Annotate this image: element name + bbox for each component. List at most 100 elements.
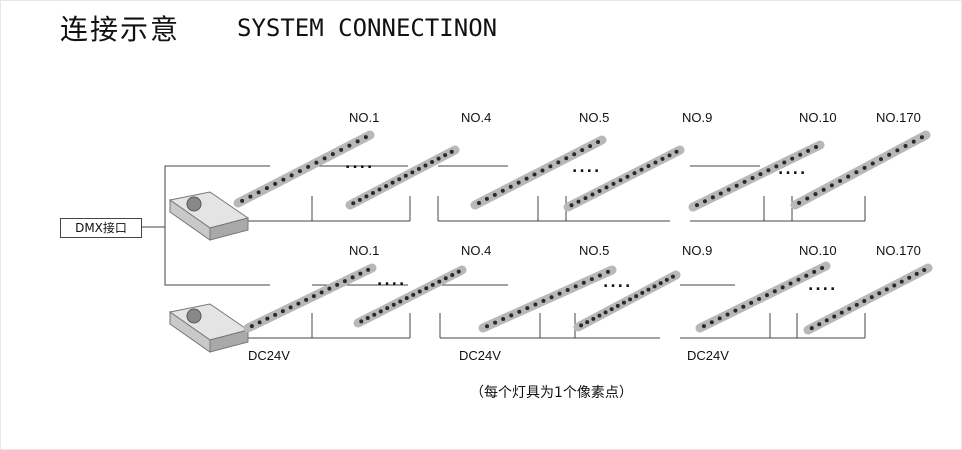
led-pixel	[919, 135, 924, 140]
led-pixel	[804, 273, 809, 278]
led-pixel	[281, 177, 286, 182]
led-pixel	[798, 152, 803, 157]
led-pixel	[824, 318, 829, 323]
led-pixel	[603, 310, 608, 315]
led-pixel	[862, 165, 867, 170]
led-pixel	[749, 300, 754, 305]
led-pixel	[525, 306, 530, 311]
led-pixel	[658, 281, 663, 286]
led-pixel	[838, 178, 843, 183]
led-pixel	[717, 316, 722, 321]
led-pixel	[370, 190, 375, 195]
led-pixel	[330, 152, 335, 157]
led-pixel	[667, 153, 672, 158]
led-pixel	[653, 160, 658, 165]
ellipsis: ....	[572, 160, 602, 176]
node-label: NO.1	[349, 110, 380, 125]
led-pixel	[580, 148, 585, 153]
led-pixel	[342, 279, 347, 284]
led-pixel	[652, 284, 657, 289]
led-pixel	[809, 326, 814, 331]
led-pixel	[524, 176, 529, 181]
led-pixel	[597, 313, 602, 318]
led-pixel	[573, 284, 578, 289]
led-pixel	[541, 298, 546, 303]
led-pixel	[509, 313, 514, 318]
led-pixel	[726, 187, 731, 192]
led-pixel	[611, 181, 616, 186]
led-pixel	[899, 279, 904, 284]
led-pixel	[492, 192, 497, 197]
led-pixel	[350, 275, 355, 280]
led-pixel	[576, 199, 581, 204]
led-pixel	[903, 143, 908, 148]
led-pixel	[359, 319, 364, 324]
led-pixel	[533, 302, 538, 307]
led-pixel	[296, 301, 301, 306]
led-pixel	[583, 196, 588, 201]
node-label: NO.5	[579, 110, 610, 125]
led-pixel	[646, 287, 651, 292]
led-pixel	[443, 276, 448, 281]
led-pixel	[564, 156, 569, 161]
title-chinese: 连接示意	[60, 13, 181, 46]
node-label: NO.4	[461, 110, 492, 125]
led-pixel	[500, 188, 505, 193]
node-label: NO.170	[876, 110, 921, 125]
led-pixel	[548, 164, 553, 169]
led-pixel	[854, 302, 859, 307]
led-pixel	[596, 140, 601, 145]
led-pixel	[557, 291, 562, 296]
led-pixel	[805, 196, 810, 201]
led-pixel	[847, 306, 852, 311]
led-pixel	[416, 166, 421, 171]
ellipsis: ....	[808, 278, 838, 294]
led-pixel	[257, 320, 262, 325]
led-pixel	[757, 296, 762, 301]
led-pixel	[256, 190, 261, 195]
led-pixel	[820, 265, 825, 270]
led-pixel	[854, 170, 859, 175]
led-pixel	[248, 194, 253, 199]
ellipsis: ....	[345, 156, 375, 172]
ellipsis: ....	[603, 275, 633, 291]
led-pixel	[588, 144, 593, 149]
led-pixel	[892, 283, 897, 288]
led-pixel	[430, 160, 435, 165]
power-supply	[209, 329, 249, 353]
power-label: DC24V	[248, 348, 290, 363]
led-pixel	[240, 198, 245, 203]
led-pixel	[493, 320, 498, 325]
led-pixel	[456, 269, 461, 274]
led-pixel	[829, 183, 834, 188]
led-pixel	[430, 282, 435, 287]
led-pixel	[632, 171, 637, 176]
led-pixel	[322, 156, 327, 161]
led-pixel	[351, 201, 356, 206]
led-pixel	[476, 200, 481, 205]
led-pixel	[597, 188, 602, 193]
led-pixel	[403, 173, 408, 178]
led-pixel	[311, 294, 316, 299]
led-pixel	[660, 156, 665, 161]
led-pixel	[273, 181, 278, 186]
led-pixel	[839, 310, 844, 315]
led-pixel	[907, 275, 912, 280]
led-pixel	[782, 160, 787, 165]
led-pixel	[366, 267, 371, 272]
led-pixel	[549, 295, 554, 300]
led-pixel	[914, 271, 919, 276]
led-pixel	[327, 286, 332, 291]
pixel-note: （每个灯具为1个像素点）	[470, 385, 633, 401]
led-pixel	[884, 287, 889, 292]
led-pixel	[741, 304, 746, 309]
led-pixel	[621, 300, 626, 305]
led-pixel	[364, 194, 369, 199]
led-pixel	[579, 323, 584, 328]
led-pixel	[335, 282, 340, 287]
power-label: DC24V	[459, 348, 501, 363]
title-english: SYSTEM CONNECTINON	[237, 14, 498, 42]
led-pixel	[694, 203, 699, 208]
